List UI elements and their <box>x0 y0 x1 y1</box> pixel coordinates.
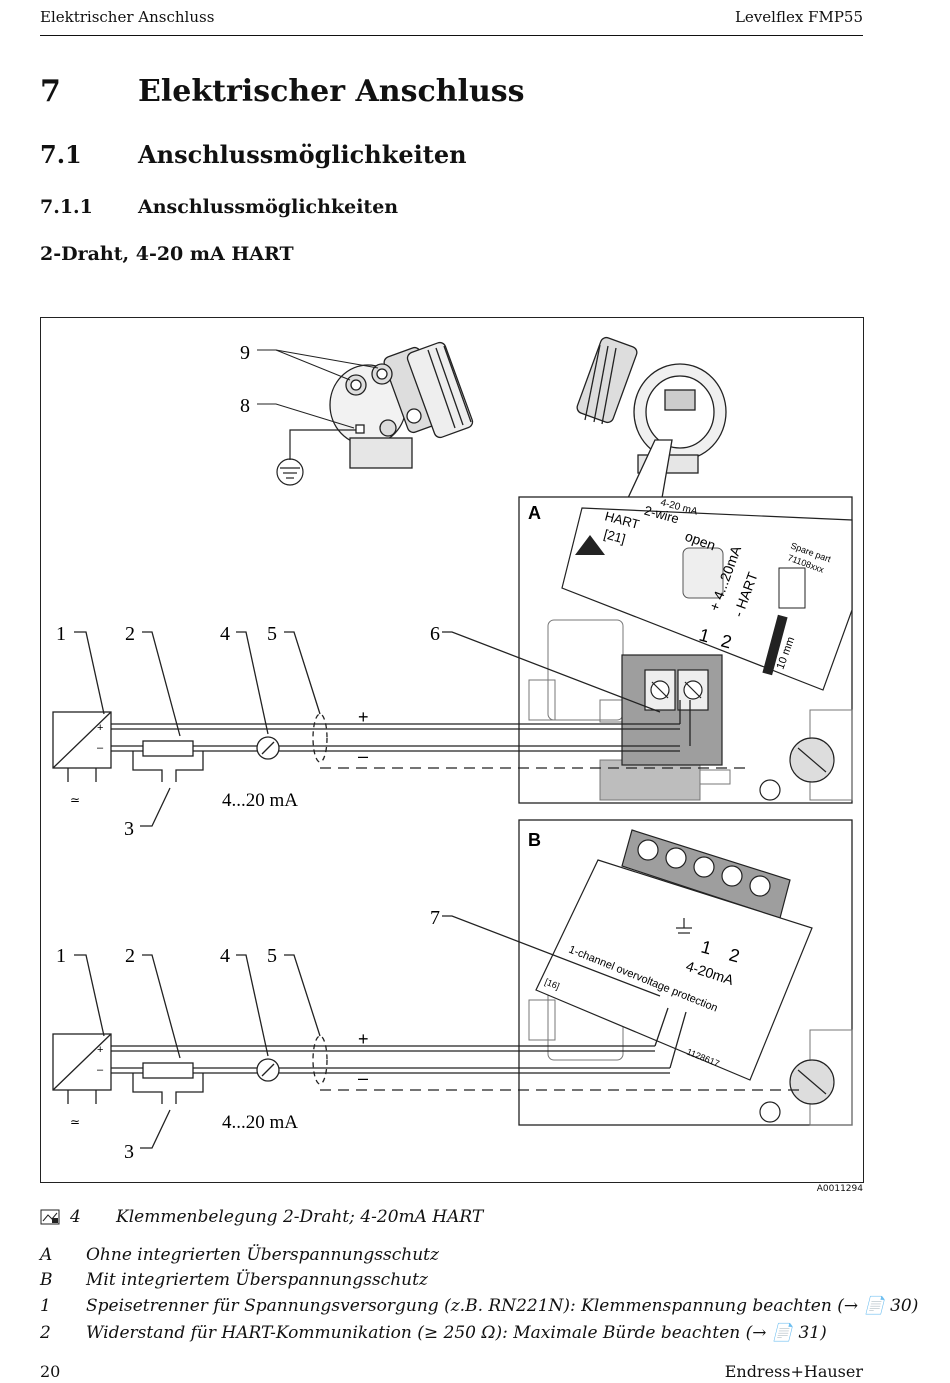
header-rule <box>40 35 863 36</box>
label-a-t1: 1 <box>697 625 712 647</box>
section-number: 7.1 <box>40 140 82 169</box>
panel-a-label: A <box>528 503 541 523</box>
section-title: Anschlussmöglichkeiten <box>138 140 467 169</box>
label-plate-b <box>535 859 813 1081</box>
circuit-b <box>52 915 800 1149</box>
callout-8: 8 <box>240 395 250 417</box>
housing-side-view <box>329 341 474 469</box>
label-b-t1: 1 <box>699 937 714 959</box>
callout-9: 9 <box>240 342 250 364</box>
callout-5-a: 5 <box>267 623 277 645</box>
terminal-block-a <box>621 654 723 766</box>
figure-caption: Klemmenbelegung 2-Draht; 4-20mA HART <box>116 1207 484 1227</box>
callout-lines-top <box>257 349 379 429</box>
running-header-right: Levelflex FMP55 <box>734 8 863 26</box>
line-plus-b: + <box>358 1029 369 1049</box>
callout-7: 7 <box>430 907 440 929</box>
psu-plus-a: + <box>97 722 103 734</box>
subsection-title: Anschlussmöglichkeiten <box>138 196 399 218</box>
label-a-t2: 2 <box>719 631 734 653</box>
callout-2-b: 2 <box>125 945 135 967</box>
label-plate-a <box>561 507 853 691</box>
page-number: 20 <box>40 1362 61 1381</box>
ac-symbol-a: ≃ <box>70 793 80 807</box>
psu-plus-b: + <box>97 1044 103 1056</box>
callout-3-a: 3 <box>124 818 134 840</box>
subsection-number: 7.1.1 <box>40 196 93 218</box>
screw-b <box>759 1059 835 1123</box>
panel-a: HART 2-wire 4-20 mA [21] open Spare part… <box>518 496 853 804</box>
current-label-a: 4...20 mA <box>222 790 298 811</box>
figure-number: 4 <box>70 1207 81 1227</box>
callout-2-a: 2 <box>125 623 135 645</box>
callout-4-a: 4 <box>220 623 230 645</box>
line-minus-b: – <box>358 1068 368 1088</box>
panel-b: 1 2 4-20mA 1-channel overvoltage protect… <box>518 819 853 1126</box>
figure-frame <box>40 317 864 1183</box>
label-b-t2: 2 <box>727 945 742 967</box>
label-a-ref: [21] <box>602 526 627 546</box>
brand-footer: Endress+Hauser <box>724 1362 863 1381</box>
callout-1-b: 1 <box>56 945 66 967</box>
ground-symbol <box>276 429 356 486</box>
housing-open-view <box>576 336 727 499</box>
psu-minus-b: – <box>97 1064 104 1076</box>
figure-heading: 2-Draht, 4-20 mA HART <box>40 243 294 265</box>
callout-4-b: 4 <box>220 945 230 967</box>
ground-symbol-b <box>676 918 692 934</box>
ac-symbol-b: ≃ <box>70 1115 80 1129</box>
callout-6: 6 <box>430 623 440 645</box>
terminal-strip-b <box>621 829 791 919</box>
callout-1-a: 1 <box>56 623 66 645</box>
callout-3-b: 3 <box>124 1141 134 1163</box>
callout-5-b: 5 <box>267 945 277 967</box>
figure-icon <box>40 1209 60 1225</box>
running-header-left: Elektrischer Anschluss <box>40 8 215 26</box>
psu-minus-a: – <box>97 742 104 754</box>
chapter-number: 7 <box>40 74 61 109</box>
panel-b-label: B <box>528 830 541 850</box>
figure-id: A0011294 <box>816 1184 863 1194</box>
chapter-title: Elektrischer Anschluss <box>138 74 525 109</box>
screw-a <box>759 737 835 801</box>
line-minus-a: – <box>358 746 368 766</box>
circuit-a <box>52 631 745 827</box>
current-label-b: 4...20 mA <box>222 1112 298 1133</box>
line-plus-a: + <box>358 707 369 727</box>
